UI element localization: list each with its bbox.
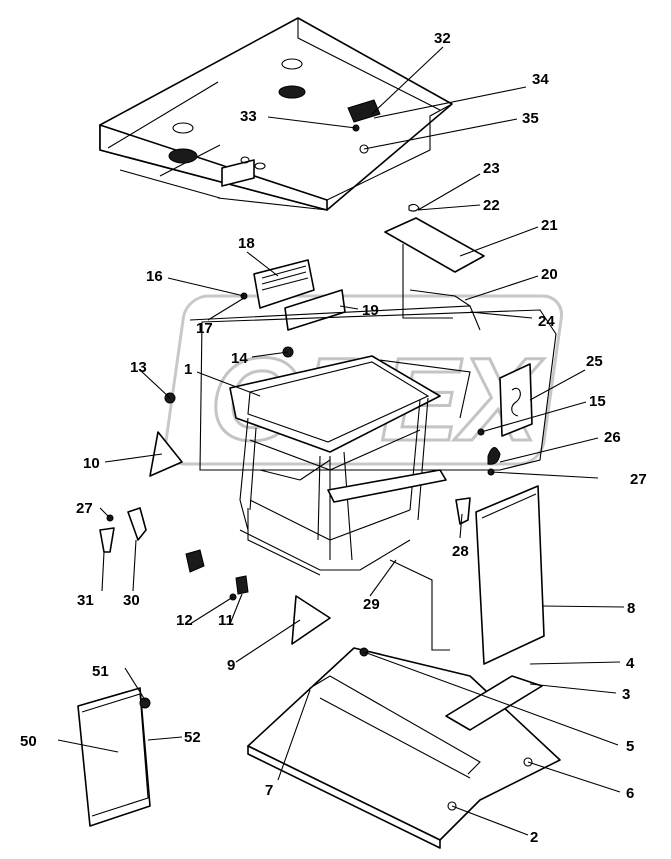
part-8-door-glass xyxy=(475,485,545,665)
callout-30: 30 xyxy=(123,592,140,609)
door-window-outline xyxy=(199,309,557,471)
roof-vents xyxy=(168,58,381,187)
part-25-latch-plate xyxy=(499,363,533,437)
callout-8: 8 xyxy=(627,600,635,617)
callout-25: 25 xyxy=(586,353,603,370)
leader-lines xyxy=(57,46,625,836)
callout-28: 28 xyxy=(452,543,469,560)
callout-34: 34 xyxy=(532,71,549,88)
callout-11: 11 xyxy=(218,612,234,629)
callout-19: 19 xyxy=(362,302,379,319)
callout-27-left: 27 xyxy=(76,500,93,517)
callout-17: 17 xyxy=(196,320,213,337)
callout-20: 20 xyxy=(541,266,558,283)
callout-27-right: 27 xyxy=(630,471,647,488)
part-26-handle xyxy=(487,447,501,465)
part-18-filter xyxy=(253,259,315,309)
callout-3: 3 xyxy=(622,686,630,703)
part-21-plate xyxy=(384,217,485,273)
part-10-corner-glass xyxy=(149,431,183,477)
roof-panel xyxy=(99,17,453,211)
callout-2: 2 xyxy=(530,829,538,846)
callout-9: 9 xyxy=(227,657,235,674)
callout-35: 35 xyxy=(522,110,539,127)
callout-5: 5 xyxy=(626,738,634,755)
callout-23: 23 xyxy=(483,160,500,177)
callout-16: 16 xyxy=(146,268,163,285)
callout-22: 22 xyxy=(483,197,500,214)
callout-31: 31 xyxy=(77,592,94,609)
callout-21: 21 xyxy=(541,217,558,234)
part-50-panel xyxy=(77,687,151,827)
callout-33: 33 xyxy=(240,108,257,125)
callout-10: 10 xyxy=(83,455,100,472)
callout-labels: 32 34 33 35 23 22 21 18 16 20 17 19 24 1… xyxy=(20,30,647,846)
callout-32: 32 xyxy=(434,30,451,47)
callout-15: 15 xyxy=(589,393,606,410)
part-9-side-glass xyxy=(291,595,331,645)
part-20-bracket xyxy=(402,244,471,319)
part-24-rod xyxy=(189,305,481,331)
callout-7: 7 xyxy=(265,782,273,799)
callout-4: 4 xyxy=(626,655,635,672)
callout-6: 6 xyxy=(626,785,634,802)
callout-13: 13 xyxy=(130,359,147,376)
callout-18: 18 xyxy=(238,235,255,252)
callout-12: 12 xyxy=(176,612,193,629)
callout-51: 51 xyxy=(92,663,109,680)
callout-26: 26 xyxy=(604,429,621,446)
callout-50: 50 xyxy=(20,733,37,750)
part-29-strip xyxy=(389,559,450,651)
floor-plate xyxy=(247,647,561,849)
callout-52: 52 xyxy=(184,729,201,746)
small-fasteners xyxy=(99,292,495,601)
callout-24: 24 xyxy=(538,313,555,330)
part-22-23-fastener xyxy=(408,203,420,212)
callout-29: 29 xyxy=(363,596,380,613)
callout-14: 14 xyxy=(231,350,248,367)
callout-1: 1 xyxy=(184,361,192,378)
